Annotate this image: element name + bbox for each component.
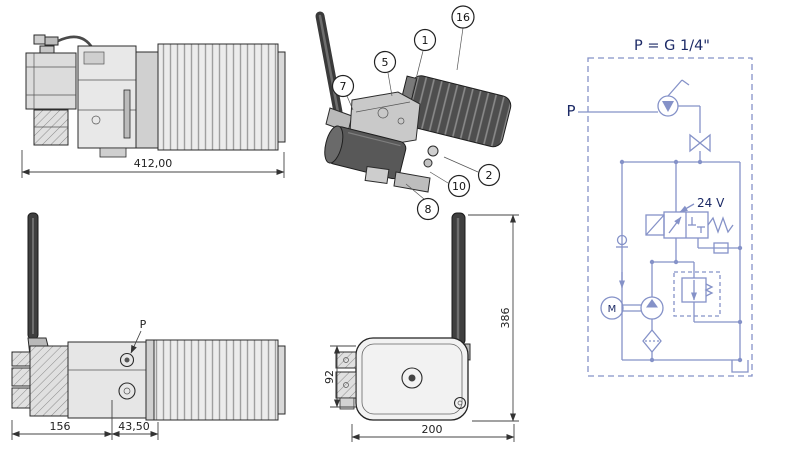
motor-m-text: M [608, 304, 617, 315]
schematic-lines [616, 159, 743, 363]
dimension-156: 156 [11, 400, 113, 440]
dimension-386: 386 [468, 214, 519, 422]
shutoff-valve-symbol [689, 133, 711, 162]
dimension-92: 92 [323, 345, 356, 408]
iso-fittings [364, 145, 439, 193]
dim-386-label: 386 [499, 308, 512, 329]
dimension-200: 200 [351, 423, 515, 442]
schematic-title: P = G 1/4" [634, 38, 710, 54]
solenoid-valve-symbol [645, 211, 743, 262]
motor-body [25, 45, 77, 110]
relief-valve-symbol [673, 262, 743, 325]
iso-view: 7 5 1 16 2 10 8 [315, 5, 512, 221]
voltage-24v-text: 24 V [697, 196, 725, 210]
callout-8: 8 [405, 183, 440, 221]
callout-7: 7 [331, 74, 355, 111]
flange [135, 51, 159, 149]
callout-8-label: 8 [425, 203, 432, 216]
iso-motor [324, 125, 407, 180]
voltage-label: 24 V [679, 196, 725, 213]
callout-10: 10 [429, 171, 471, 198]
bottom-side-view: P 156 43,50 [11, 212, 286, 440]
schematic-port-p: P [566, 102, 575, 120]
front-left-fittings [335, 351, 357, 410]
filter-symbol [642, 328, 662, 360]
left-fittings [11, 351, 31, 409]
callout-16: 16 [451, 5, 475, 71]
p-port-text: P [140, 318, 147, 331]
pump-motor-group: M [600, 259, 694, 330]
callout-10-label: 10 [452, 180, 466, 193]
callout-5: 5 [373, 50, 397, 97]
callout-7-label: 7 [340, 80, 347, 93]
hand-pump-symbol [578, 79, 701, 133]
dim-200-label: 200 [422, 423, 443, 436]
pump-block-side [67, 339, 155, 421]
callout-1: 1 [411, 28, 437, 96]
callout-2-label: 2 [486, 169, 493, 182]
callout-16-label: 16 [456, 11, 470, 24]
callout-5-label: 5 [382, 56, 389, 69]
schematic-boundary [587, 57, 753, 377]
tank-symbol [731, 360, 749, 373]
motor-finned-side [153, 339, 286, 421]
dim-412-label: 412,00 [134, 157, 173, 170]
hand-lever [315, 11, 353, 133]
dim-156-label: 156 [50, 420, 71, 433]
finned-tank [157, 43, 286, 151]
callout-1-label: 1 [422, 34, 429, 47]
dimension-412: 412,00 [21, 150, 285, 178]
port-p-label: P [130, 318, 147, 354]
hand-lever-side [27, 212, 51, 357]
valve-block-side [29, 345, 69, 417]
callout-2: 2 [443, 156, 501, 187]
bottom-front-view: 92 200 386 [323, 212, 519, 442]
dimension-43-50: 43,50 [111, 420, 159, 440]
hydraulic-schematic: P = G 1/4" P [566, 38, 753, 377]
dim-92-label: 92 [323, 370, 336, 384]
dim-43-50-label: 43,50 [118, 420, 150, 433]
top-side-view: 412,00 [21, 34, 286, 178]
tank-end-view [355, 337, 469, 421]
valve-block [33, 109, 69, 146]
